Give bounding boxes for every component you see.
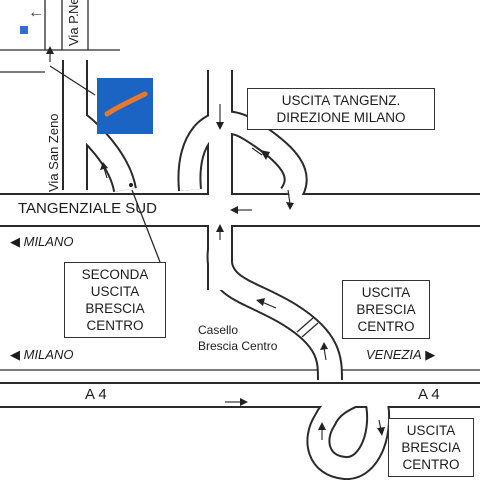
direction-milano-top: ◀ MILANO [10, 234, 73, 250]
casello-line-2: Brescia Centro [198, 339, 278, 353]
box-line: USCITA [406, 423, 456, 438]
box-line: BRESCIA [356, 302, 416, 317]
road-label-tangenziale: TANGENZIALE SUD [18, 200, 157, 217]
arrow-left-icon: ← [28, 4, 44, 21]
leader-line [131, 189, 161, 263]
logo-swoosh-icon [104, 91, 148, 117]
box-uscita-tangenz: USCITA TANGENZ. DIREZIONE MILANO [247, 88, 435, 130]
box-line: USCITA TANGENZ. [281, 93, 401, 108]
street-label-nenni: Nenni [66, 0, 81, 14]
box-line: SECONDA [81, 267, 149, 282]
arrow-left-icon: ◀ [10, 347, 24, 362]
street-label-via-p: Via P. [66, 13, 81, 46]
box-line: BRESCIA [85, 301, 145, 316]
direction-label: VENEZIA [366, 347, 422, 362]
hotel-logo [97, 78, 153, 134]
road-label-a4-right: A 4 [415, 386, 443, 403]
box-line: USCITA [361, 285, 411, 300]
direction-label: MILANO [23, 347, 74, 362]
box-line: CENTRO [357, 319, 415, 334]
leader-dot [129, 183, 133, 187]
road-label-a4: A 4 [82, 386, 110, 403]
casello-line-1: Casello [198, 323, 239, 337]
street-label-via-san-zeno: Via San Zeno [46, 113, 61, 192]
location-marker-icon [20, 26, 28, 34]
box-line: DIREZIONE MILANO [276, 110, 406, 125]
box-line: CENTRO [402, 457, 460, 472]
arrow-right-icon: ▶ [421, 347, 436, 362]
direction-venezia: VENEZIA ▶ [366, 347, 435, 363]
road-fills [0, 60, 480, 478]
casello-label: Casello Brescia Centro [198, 322, 277, 354]
box-line: USCITA [90, 284, 140, 299]
box-seconda-uscita: SECONDA USCITA BRESCIA CENTRO [64, 262, 166, 338]
direction-milano-bottom: ◀ MILANO [10, 347, 73, 363]
box-uscita-brescia-mid: USCITA BRESCIA CENTRO [342, 280, 430, 339]
box-line: CENTRO [86, 318, 144, 333]
direction-label: MILANO [23, 234, 74, 249]
arrow-left-icon: ◀ [10, 234, 24, 249]
road-arrows [46, 46, 385, 440]
toll-booth-mark [296, 317, 319, 338]
box-uscita-brescia-bottom: USCITA BRESCIA CENTRO [388, 418, 474, 477]
box-line: BRESCIA [401, 440, 461, 455]
